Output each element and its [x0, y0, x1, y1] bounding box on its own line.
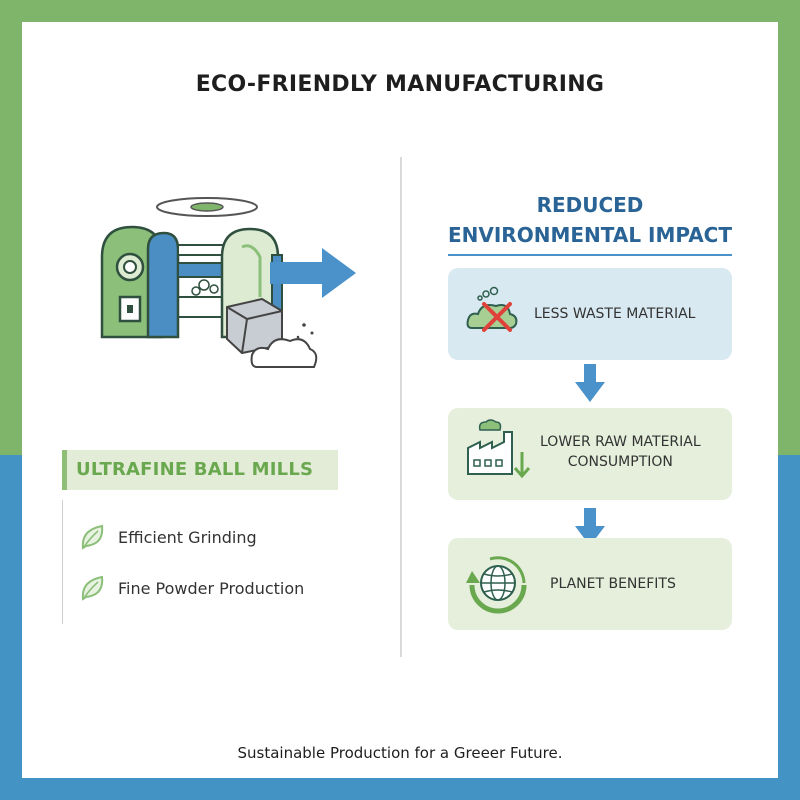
leaf-icon — [81, 524, 104, 550]
step-text: LESS WASTE MATERIAL — [534, 304, 695, 324]
factory-down-icon — [467, 419, 531, 479]
impact-heading-line2: ENVIRONMENTAL IMPACT — [447, 223, 732, 247]
impact-step-box: LESS WASTE MATERIAL — [448, 268, 732, 360]
impact-heading-underline — [448, 254, 732, 256]
ball-mills-heading: ULTRAFINE BALL MILLS — [62, 450, 338, 490]
impact-step-box: PLANET BENEFITS — [448, 538, 732, 630]
step-text: LOWER RAW MATERIAL CONSUMPTION — [540, 432, 701, 472]
feature-label: Efficient Grinding — [118, 527, 257, 547]
feature-item: Efficient Grinding — [80, 522, 257, 552]
feature-item: Fine Powder Production — [80, 573, 304, 603]
arrow-right-icon — [270, 248, 356, 298]
heading-accent-bar — [62, 450, 67, 490]
ball-mills-heading-text: ULTRAFINE BALL MILLS — [76, 459, 314, 480]
impact-step-box: LOWER RAW MATERIAL CONSUMPTION — [448, 408, 732, 500]
infographic-card: ECO-FRIENDLY MANUFACTURING — [22, 22, 778, 778]
cloud-cross-icon — [466, 286, 518, 332]
leaf-icon — [81, 575, 104, 601]
feature-label: Fine Powder Production — [118, 578, 305, 598]
step-line: LESS WASTE MATERIAL — [534, 306, 696, 322]
step-line: LOWER RAW MATERIAL — [540, 434, 701, 450]
step-text: PLANET BENEFITS — [550, 574, 676, 594]
center-divider — [400, 157, 402, 657]
step-line: CONSUMPTION — [567, 454, 673, 470]
ball-mill-machine-icon — [100, 197, 318, 368]
globe-cycle-icon — [466, 556, 527, 614]
step-line: PLANET BENEFITS — [550, 576, 676, 592]
impact-heading-line1: REDUCED — [536, 193, 644, 217]
impact-heading: REDUCED ENVIRONMENTAL IMPACT — [440, 190, 740, 250]
arrow-down-icon — [575, 364, 605, 402]
footer-tagline: Sustainable Production for a Greeer Futu… — [237, 744, 563, 762]
feature-list-rule — [62, 500, 63, 624]
arrow-down-icon — [575, 508, 605, 546]
page-title: ECO-FRIENDLY MANUFACTURING — [195, 72, 605, 97]
